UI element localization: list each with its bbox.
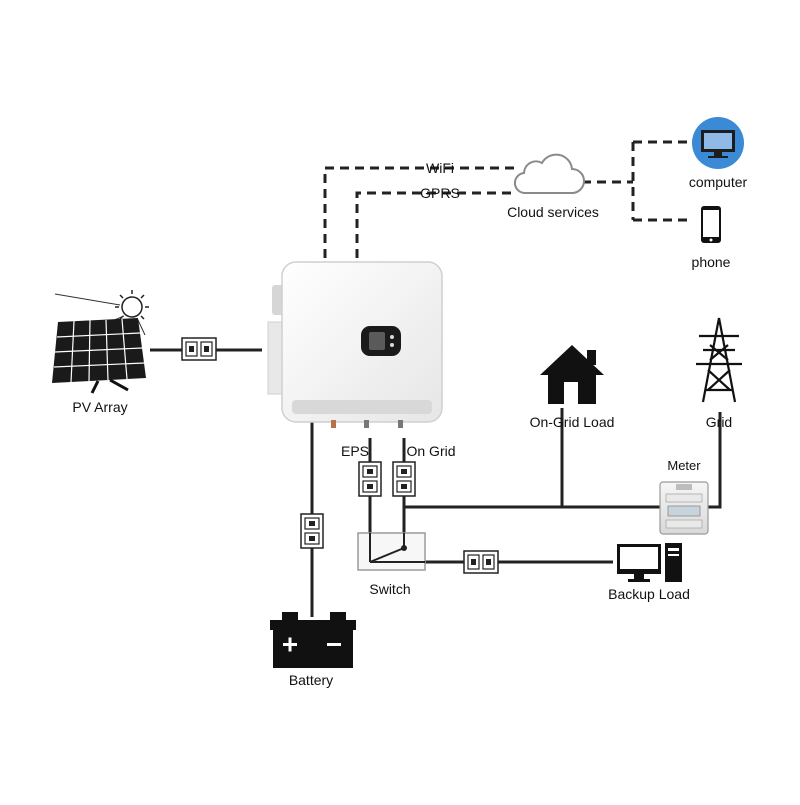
house-icon	[540, 345, 604, 404]
wifi-label: WiFi	[426, 160, 454, 176]
circuit-breaker-icon	[181, 337, 217, 361]
grid-label: Grid	[706, 414, 732, 430]
computer-label: computer	[689, 174, 748, 190]
battery-icon	[270, 612, 356, 668]
backup-load-label: Backup Load	[608, 586, 690, 602]
on-grid-label: On Grid	[406, 443, 455, 459]
inverter-icon	[267, 261, 443, 428]
energy-meter-icon	[659, 481, 709, 535]
communication-links	[323, 140, 690, 258]
switch-label: Switch	[369, 581, 410, 597]
desktop-pc-icon	[617, 543, 682, 582]
solar-panel-icon	[52, 318, 146, 394]
circuit-breaker-icon	[358, 461, 382, 497]
circuit-breaker-icon	[463, 550, 499, 574]
circuit-breaker-icon	[392, 461, 416, 497]
cloud-services-label: Cloud services	[507, 204, 599, 220]
eps-label: EPS	[341, 443, 369, 459]
meter-label: Meter	[667, 458, 701, 473]
cloud-icon	[514, 153, 585, 195]
transfer-switch-icon	[357, 532, 426, 571]
gprs-label: GPRS	[420, 185, 460, 201]
smartphone-icon	[701, 206, 721, 243]
circuit-breaker-icon	[300, 513, 324, 549]
computer-monitor-icon	[692, 117, 744, 169]
battery-label: Battery	[289, 672, 333, 688]
phone-label: phone	[692, 254, 731, 270]
pv-array-label: PV Array	[72, 399, 127, 415]
on-grid-load-label: On-Grid Load	[530, 414, 615, 430]
transmission-tower-icon	[696, 317, 742, 403]
